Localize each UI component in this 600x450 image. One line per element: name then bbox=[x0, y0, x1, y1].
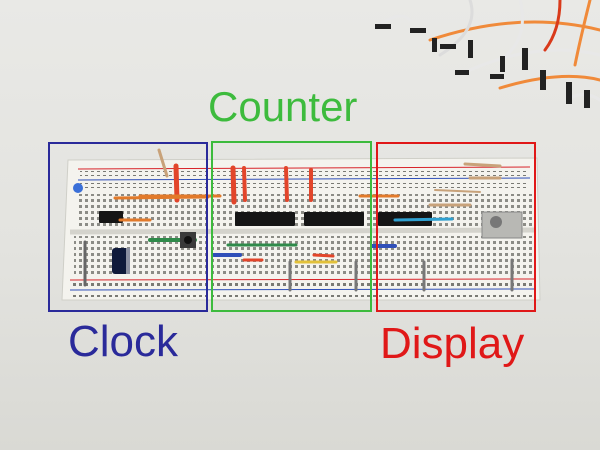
clock-region-box bbox=[48, 142, 208, 312]
capacitor bbox=[112, 248, 130, 274]
potentiometer bbox=[481, 211, 523, 239]
led bbox=[73, 183, 83, 193]
clock-label: Clock bbox=[68, 317, 179, 366]
breadboard-holes bbox=[72, 171, 534, 297]
display-label: Display bbox=[380, 319, 525, 368]
counter-region-box bbox=[211, 141, 372, 312]
display-region-box bbox=[376, 142, 536, 312]
counter-label: Counter bbox=[208, 83, 358, 130]
jumper-wires bbox=[375, 0, 600, 108]
push-button bbox=[180, 232, 196, 248]
